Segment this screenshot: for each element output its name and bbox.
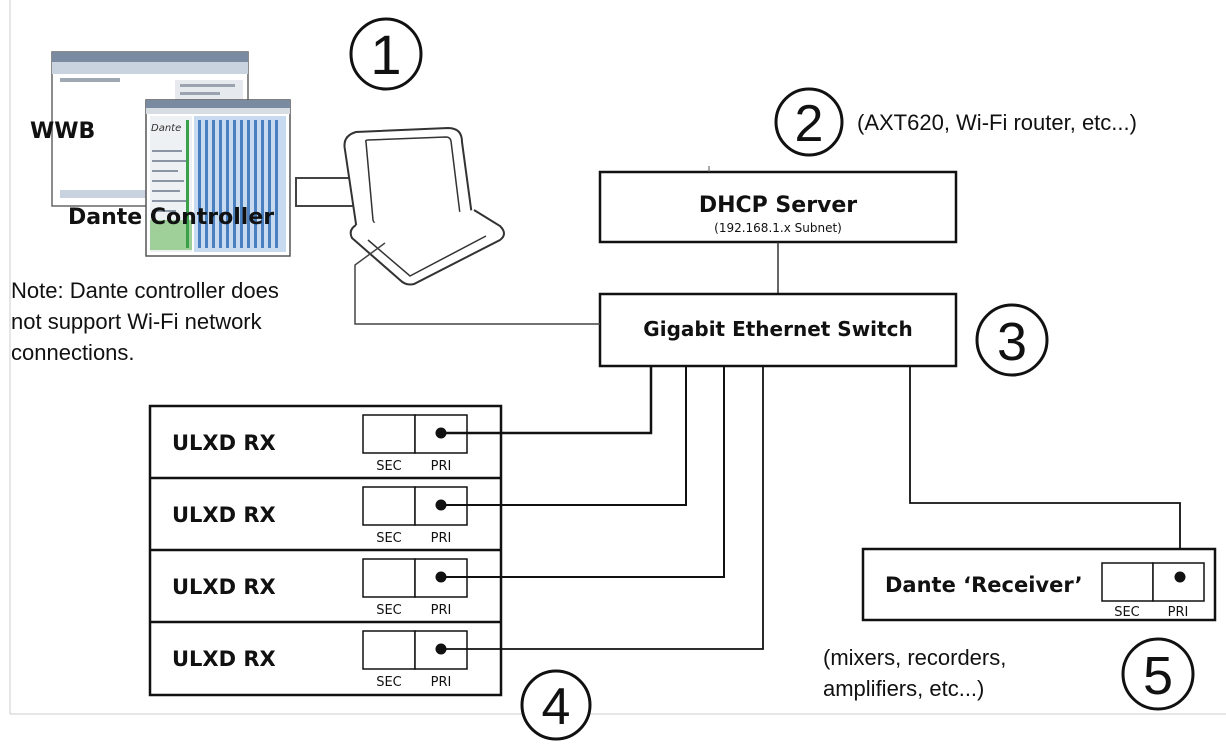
marker-1-label: 1 (370, 23, 401, 86)
cable-dante-receiver (909, 366, 1181, 577)
dante-receiver-sec-port (1101, 562, 1154, 602)
marker-4: 4 (520, 669, 592, 741)
marker-3-label: 3 (997, 312, 1027, 372)
ulxd-rx-2-sec-port (362, 486, 416, 526)
dante-receiver-sec-label: SEC (1114, 605, 1140, 620)
dante-logo-text: Dante (151, 123, 181, 134)
ulxd-rx-1-pri-label: PRI (431, 459, 452, 474)
ulxd-rx-3-label: ULXD RX (172, 575, 276, 599)
dhcp-server-box (598, 170, 958, 244)
marker-4-label: 4 (542, 678, 571, 736)
dante-controller-screenshot: Dante (145, 99, 291, 257)
ulxd-rx-4-pri-label: PRI (431, 675, 452, 690)
dhcp-server-title: DHCP Server (699, 193, 857, 218)
wifi-note-line-3: connections. (11, 340, 135, 365)
ulxd-rx-2: ULXD RX SEC PRI (172, 486, 468, 546)
marker-2: 2 (774, 87, 844, 157)
marker-5-label: 5 (1143, 646, 1173, 706)
dante-receiver-examples: (mixers, recorders, amplifiers, etc...) (823, 645, 1012, 701)
ulxd-rx-1-label: ULXD RX (172, 431, 276, 455)
dhcp-examples: (AXT620, Wi-Fi router, etc...) (857, 110, 1137, 135)
ulxd-rx-3: ULXD RX SEC PRI (172, 558, 468, 618)
marker-3: 3 (975, 303, 1049, 377)
dante-receiver-examples-line-1: (mixers, recorders, (823, 645, 1006, 670)
ulxd-rx-2-pri-label: PRI (431, 531, 452, 546)
wifi-note: Note: Dante controller does not support … (11, 278, 285, 365)
ulxd-rx-3-pri-label: PRI (431, 603, 452, 618)
wifi-note-line-1: Note: Dante controller does (11, 278, 279, 303)
dante-receiver-pri-port (1152, 562, 1205, 602)
ulxd-rx-4-sec-port (362, 630, 416, 670)
dante-receiver-label: Dante ‘Receiver’ (885, 573, 1083, 597)
laptop-icon (343, 126, 505, 286)
laptop-switch-cable (354, 242, 600, 325)
dante-controller-label: Dante Controller (68, 205, 274, 230)
ulxd-rx-3-sec-port (362, 558, 416, 598)
dante-receiver-examples-line-2: amplifiers, etc...) (823, 676, 984, 701)
ulxd-receiver-stack: ULXD RX SEC PRI ULXD RX SEC PRI ULXD RX … (148, 404, 503, 697)
ulxd-rx-2-sec-label: SEC (376, 531, 402, 546)
wifi-note-line-2: not support Wi-Fi network (11, 309, 263, 334)
ulxd-rx-4: ULXD RX SEC PRI (172, 630, 468, 690)
ulxd-rx-4-sec-label: SEC (376, 675, 402, 690)
cable-rx-1 (441, 366, 653, 435)
marker-5: 5 (1121, 637, 1195, 711)
gigabit-switch-box (598, 292, 958, 368)
wwb-label: WWB (30, 119, 95, 144)
ulxd-rx-3-sec-label: SEC (376, 603, 402, 618)
ulxd-rx-1-sec-label: SEC (376, 459, 402, 474)
cable-rx-3 (441, 366, 725, 578)
cable-rx-2 (441, 366, 687, 506)
dhcp-server-subtitle: (192.168.1.x Subnet) (714, 221, 842, 235)
ulxd-rx-1-sec-port (362, 414, 416, 454)
marker-2-label: 2 (795, 95, 824, 153)
dante-receiver: Dante ‘Receiver’ SEC PRI (861, 547, 1217, 622)
cable-rx-4 (441, 366, 764, 650)
ulxd-rx-2-label: ULXD RX (172, 503, 276, 527)
gigabit-switch-title: Gigabit Ethernet Switch (643, 317, 912, 341)
marker-1: 1 (349, 17, 423, 91)
dante-receiver-pri-label: PRI (1168, 605, 1189, 620)
ulxd-rx-4-label: ULXD RX (172, 647, 276, 671)
